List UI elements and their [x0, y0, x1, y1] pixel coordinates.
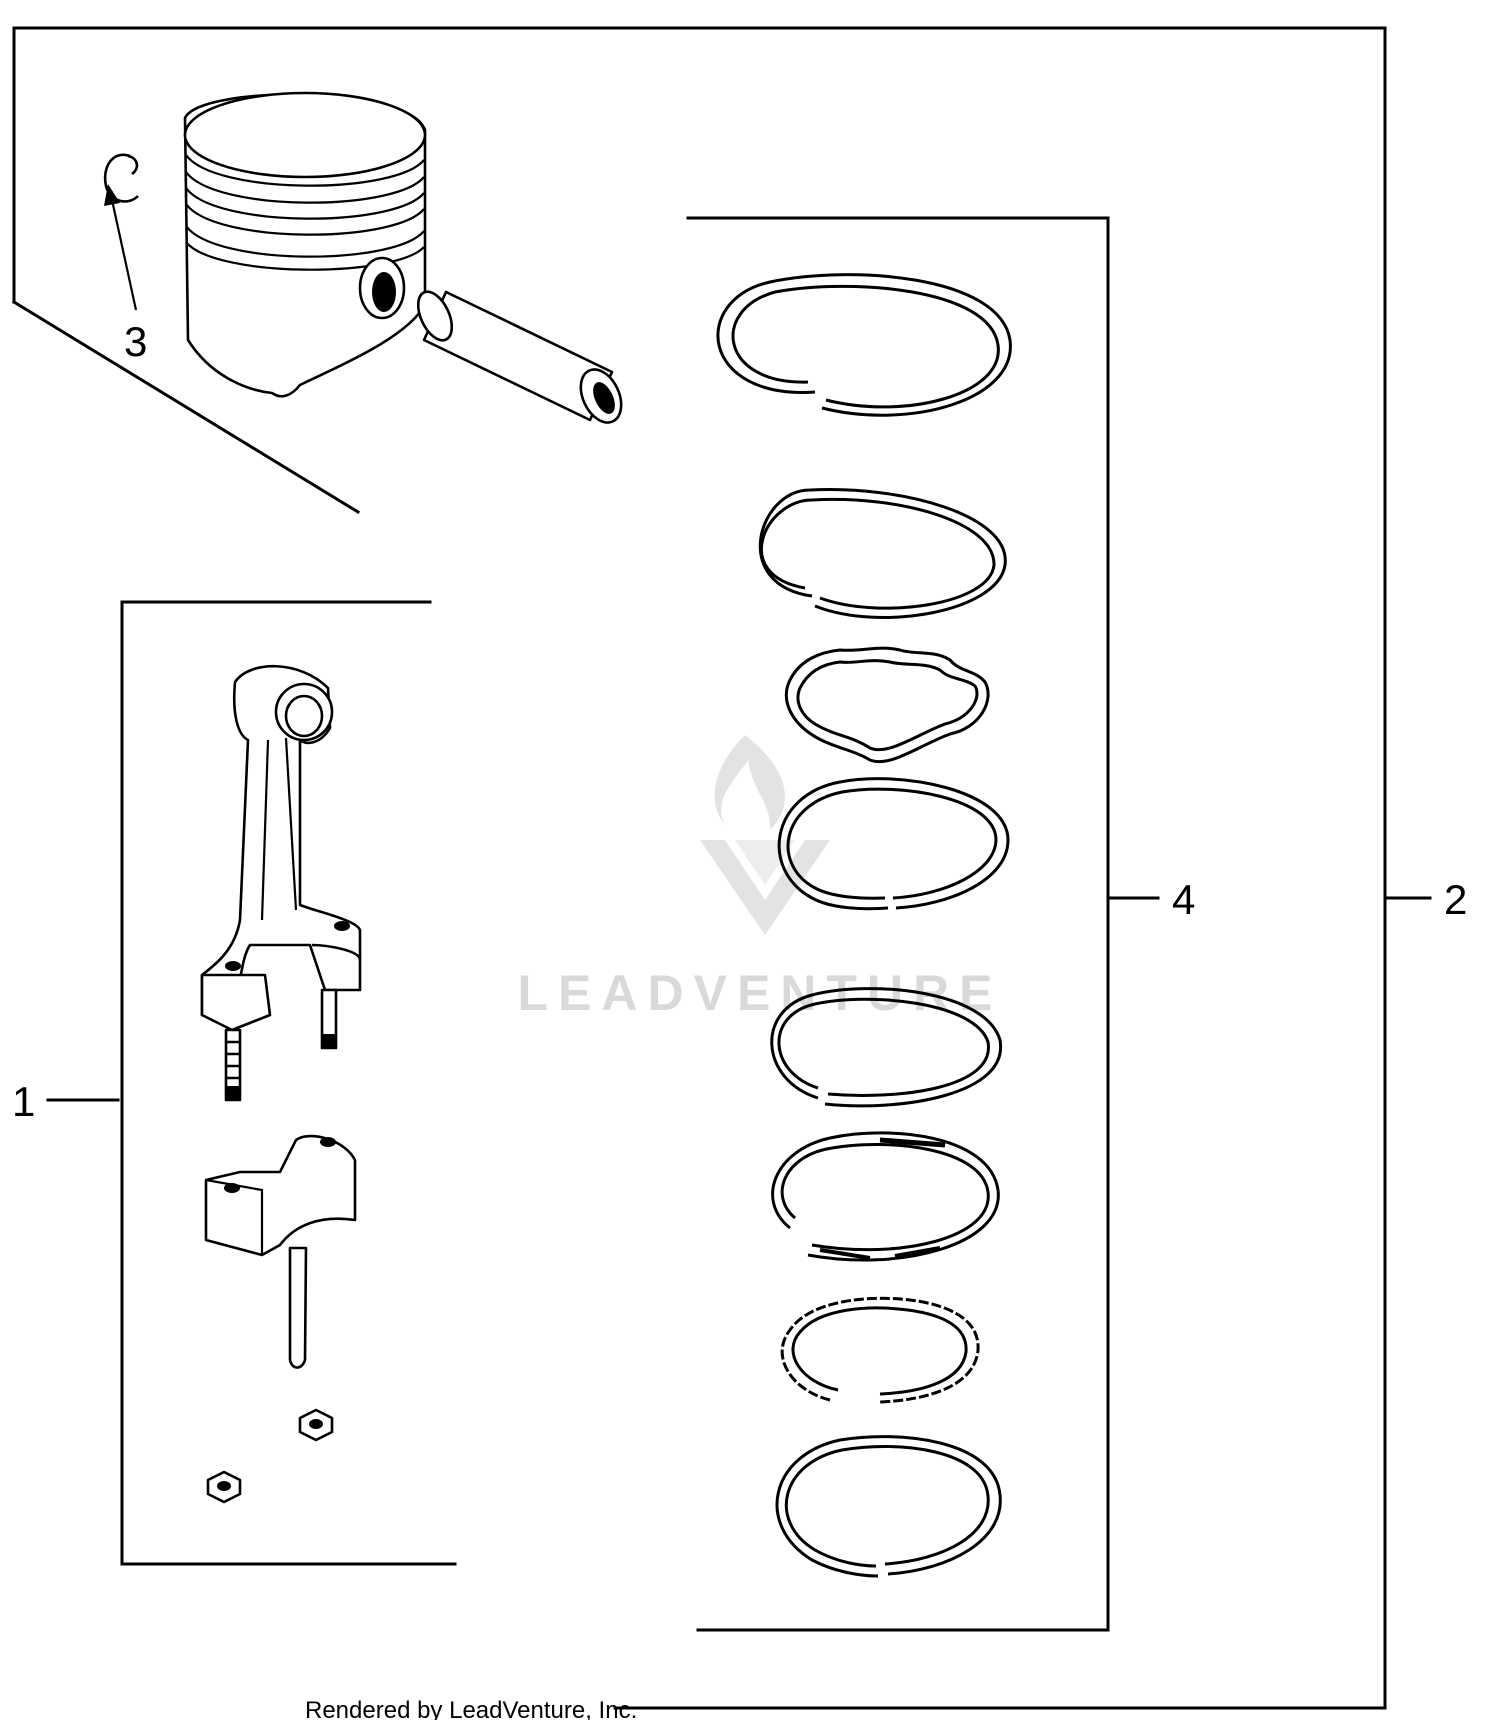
piston-ring-1	[716, 273, 1012, 417]
leadventure-logo-icon	[700, 735, 830, 935]
piston-pin	[416, 290, 623, 424]
leadventure-watermark: LEADVENTURE	[517, 735, 1002, 1021]
piston-ring-3	[777, 777, 1010, 911]
bracket-item-4	[686, 216, 1160, 1632]
bracket-item-2	[11, 26, 1432, 1710]
rod-nut-2	[206, 1470, 242, 1504]
connecting-rod	[200, 664, 362, 1102]
connecting-rod-cap	[204, 1134, 357, 1369]
piston	[183, 91, 427, 398]
piston-ring-5	[771, 1131, 1000, 1262]
leader-arrow-item-3	[104, 184, 138, 311]
piston-ring-6	[775, 1435, 1002, 1578]
rendered-by-credit: Rendered by LeadVenture, Inc.	[305, 1697, 637, 1720]
piston-ring-4	[770, 987, 1003, 1108]
callout-3: 3	[124, 318, 147, 365]
piston-ring-2	[758, 487, 1007, 619]
expander-ring-2	[780, 1296, 980, 1404]
piston-ring-set	[716, 273, 1012, 1578]
circlip	[103, 153, 139, 203]
bracket-item-1	[46, 600, 457, 1566]
expander-ring-1	[784, 646, 990, 764]
watermark-text: LEADVENTURE	[517, 965, 1002, 1021]
rod-nut-1	[298, 1408, 334, 1442]
callout-4: 4	[1172, 876, 1195, 923]
callout-1: 1	[12, 1078, 35, 1125]
callout-2: 2	[1444, 876, 1467, 923]
